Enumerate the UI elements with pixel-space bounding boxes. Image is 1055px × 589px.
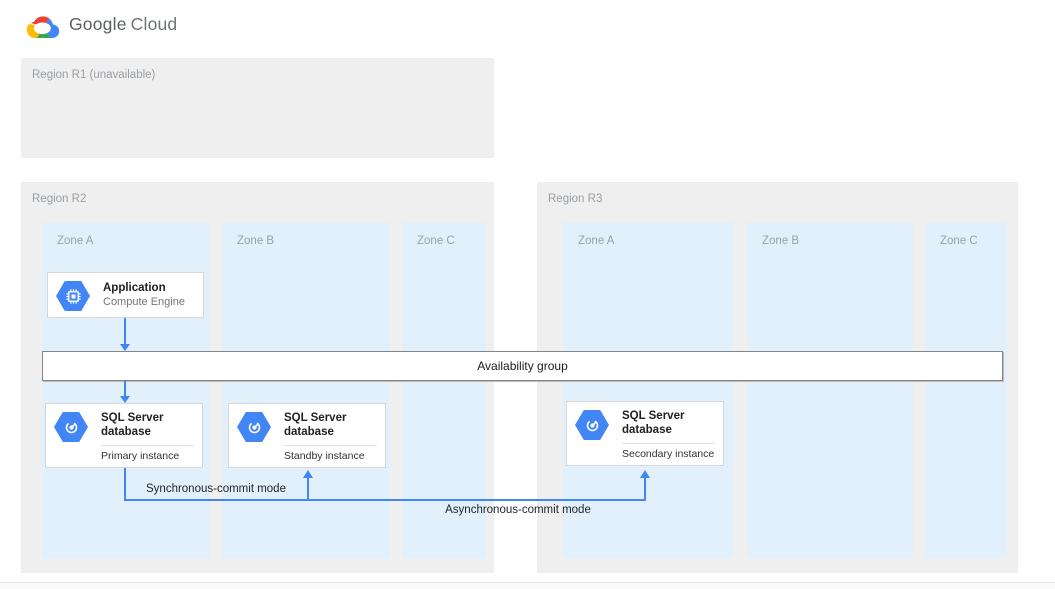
- zone-r3-b: Zone B: [747, 222, 913, 558]
- arrowhead-down: [120, 396, 130, 403]
- application-title: Application: [103, 282, 166, 294]
- application-card: Application Compute Engine: [47, 272, 204, 318]
- arrowhead-up: [640, 470, 650, 478]
- zone-label: Zone A: [578, 235, 615, 247]
- sql-primary-card: SQL Server database Primary instance: [45, 403, 203, 468]
- sql-secondary-card: SQL Server database Secondary instance: [566, 401, 724, 466]
- divider: [622, 443, 715, 444]
- sql-server-icon: [575, 410, 609, 440]
- sync-commit-label: Synchronous-commit mode: [146, 483, 286, 495]
- region-r2-label: Region R2: [32, 193, 87, 205]
- sql-secondary-title: SQL Server database: [622, 410, 685, 436]
- edge-primary-down: [124, 468, 126, 501]
- arrow-group-to-primary: [124, 381, 126, 397]
- zone-r2-c: Zone C: [402, 222, 486, 558]
- edge-horizontal: [124, 499, 646, 501]
- arrowhead-down: [120, 344, 130, 351]
- sql-standby-instance-label: Standby instance: [284, 450, 365, 462]
- edge-async-up: [644, 478, 646, 499]
- zone-label: Zone B: [762, 235, 800, 247]
- zone-label: Zone C: [417, 235, 455, 247]
- region-r1-label: Region R1 (unavailable): [32, 69, 156, 81]
- sql-standby-title: SQL Server database: [284, 412, 347, 438]
- region-r1: Region R1 (unavailable): [21, 58, 494, 158]
- google-cloud-logo-icon: [26, 11, 60, 38]
- edge-sync-up: [307, 478, 309, 499]
- arrow-app-to-group: [124, 318, 126, 345]
- application-subtitle: Compute Engine: [103, 296, 185, 308]
- zone-r3-a: Zone A: [563, 222, 733, 558]
- sql-primary-instance-label: Primary instance: [101, 450, 180, 462]
- zone-r2-b: Zone B: [222, 222, 390, 558]
- zone-label: Zone C: [940, 235, 978, 247]
- zone-label: Zone A: [57, 235, 94, 247]
- sql-secondary-instance-label: Secondary instance: [622, 448, 715, 460]
- compute-engine-icon: [56, 281, 90, 311]
- availability-group-bar: Availability group: [42, 351, 1003, 381]
- logo-word-cloud: Cloud: [130, 14, 178, 34]
- zone-r3-c: Zone C: [925, 222, 1007, 558]
- divider: [284, 445, 377, 446]
- sql-standby-card: SQL Server database Standby instance: [228, 403, 386, 468]
- sql-server-icon: [54, 412, 88, 442]
- bottom-divider: [0, 582, 1055, 589]
- sql-primary-title: SQL Server database: [101, 412, 164, 438]
- sql-server-icon: [237, 412, 271, 442]
- zone-label: Zone B: [237, 235, 275, 247]
- arrowhead-up: [303, 470, 313, 478]
- region-r3-label: Region R3: [548, 193, 603, 205]
- divider: [101, 445, 194, 446]
- logo-word-google: Google: [69, 14, 127, 34]
- async-commit-label: Asynchronous-commit mode: [445, 504, 591, 516]
- availability-group-label: Availability group: [477, 359, 568, 373]
